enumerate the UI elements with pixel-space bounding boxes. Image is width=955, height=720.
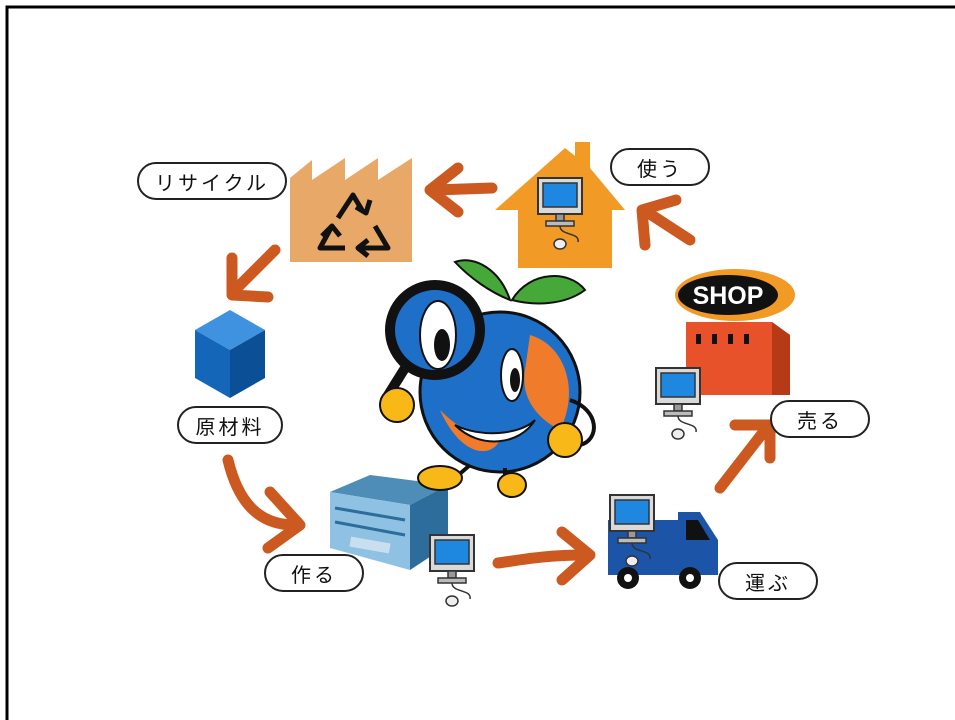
label-raw-material: 原材料 — [177, 406, 283, 444]
label-use: 使う — [610, 148, 710, 186]
label-make: 作る — [264, 554, 364, 592]
shop-icon: SHOP — [675, 269, 795, 395]
arrow-raw-to-make — [222, 454, 306, 554]
label-sell: 売る — [770, 400, 870, 438]
arrow-recycle-to-raw — [226, 244, 281, 303]
shop-sign: SHOP — [693, 282, 764, 310]
cube-icon — [195, 310, 265, 398]
recycle-icon — [317, 192, 391, 258]
house-icon — [495, 142, 625, 268]
arrow-use-to-recycle — [424, 162, 498, 218]
label-carry: 運ぶ — [718, 562, 818, 600]
label-recycle: リサイクル — [137, 162, 287, 200]
factory-icon — [290, 158, 412, 262]
frame-border — [5, 5, 955, 720]
arrow-make-to-carry — [492, 526, 596, 586]
arrow-sell-to-use — [636, 194, 696, 251]
magnifier-icon — [380, 280, 485, 405]
arrow-carry-to-sell — [714, 419, 776, 494]
globe-mascot — [379, 259, 596, 498]
computer-icon — [429, 534, 475, 607]
computer-icon — [655, 367, 701, 440]
